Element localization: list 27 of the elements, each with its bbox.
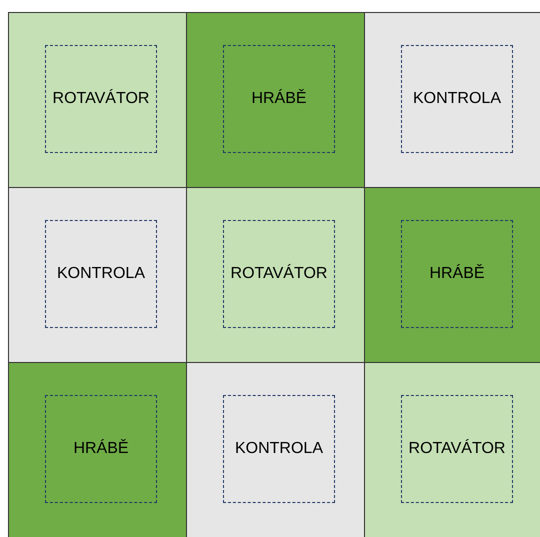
sample-area — [45, 220, 157, 328]
plot-cell — [186, 12, 365, 188]
treatment-label: ROTAVÁTOR — [52, 90, 150, 108]
plot-cell — [186, 362, 365, 537]
treatment-label: ROTAVÁTOR — [408, 440, 506, 458]
sample-area — [401, 45, 513, 153]
plot-cell — [364, 187, 540, 363]
plot-cell — [364, 12, 540, 188]
sample-area — [401, 220, 513, 328]
treatment-label: ROTAVÁTOR — [230, 265, 328, 283]
plot-cell — [186, 187, 365, 363]
sample-area — [223, 395, 335, 503]
sample-area — [223, 45, 335, 153]
treatment-label: KONTROLA — [56, 265, 145, 283]
sample-area — [45, 45, 157, 153]
plot-cell — [364, 362, 540, 537]
sample-area — [401, 395, 513, 503]
treatment-label: HRÁBĚ — [429, 265, 485, 283]
plot-cell — [8, 12, 187, 188]
plot-cell — [8, 362, 187, 537]
treatment-label: KONTROLA — [234, 440, 323, 458]
treatment-label: HRÁBĚ — [251, 90, 307, 108]
sample-area — [223, 220, 335, 328]
treatment-label: HRÁBĚ — [73, 440, 129, 458]
sample-area — [45, 395, 157, 503]
plot-cell — [8, 187, 187, 363]
treatment-label: KONTROLA — [412, 90, 501, 108]
